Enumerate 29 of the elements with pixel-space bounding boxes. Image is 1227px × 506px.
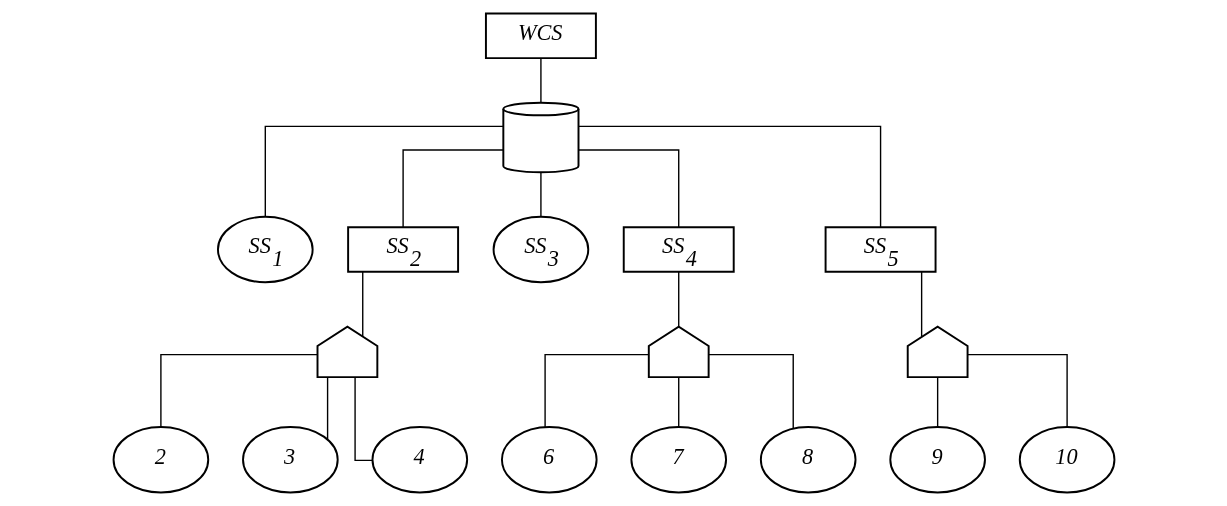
connector — [543, 353, 649, 428]
node-box: WCS — [484, 12, 597, 60]
connector — [264, 125, 504, 218]
connector — [677, 271, 679, 328]
connector — [677, 376, 679, 428]
node-gate — [316, 325, 378, 379]
node-ellipse: 2 — [112, 426, 209, 494]
connector — [707, 353, 794, 429]
connector — [159, 353, 318, 428]
connector — [966, 353, 1068, 428]
connector — [577, 149, 679, 228]
connector — [920, 271, 922, 338]
connector — [326, 376, 328, 440]
node-ellipse: 3 — [241, 426, 339, 494]
connector — [577, 125, 881, 228]
connector — [936, 376, 938, 428]
connector — [361, 271, 363, 338]
node-gate — [647, 325, 710, 379]
connector — [539, 171, 542, 218]
node-ellipse: 6 — [500, 426, 598, 494]
node-ellipse: 10 — [1018, 426, 1115, 494]
node-ellipse: 8 — [759, 426, 856, 494]
connector — [401, 149, 504, 228]
node-ellipse: 4 — [371, 426, 468, 494]
node-ellipse: 9 — [888, 426, 986, 494]
node-gate — [906, 325, 969, 379]
node-ellipse: 7 — [629, 426, 727, 494]
connector — [353, 376, 373, 462]
connector — [539, 57, 542, 104]
